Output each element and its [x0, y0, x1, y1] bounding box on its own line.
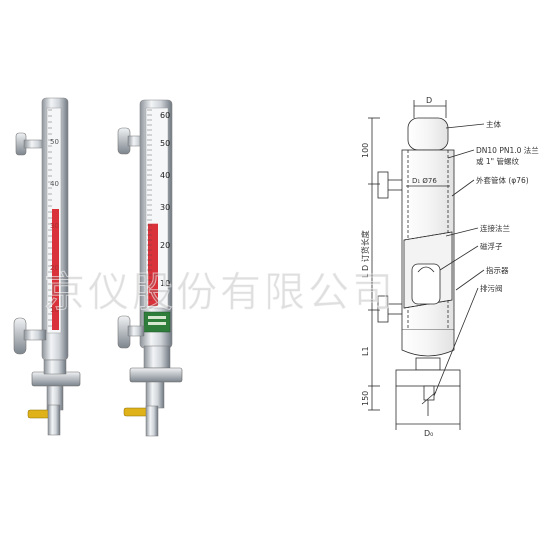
base-flange	[129, 367, 183, 383]
base-flange	[395, 369, 461, 387]
bottom-side-pipe	[23, 329, 47, 341]
technical-diagram	[368, 100, 485, 430]
leader-main-body	[445, 123, 485, 129]
label-main-body: 主体	[486, 119, 501, 129]
leader-connect-flange	[445, 227, 479, 237]
scale-number-40: 40	[160, 171, 170, 180]
scale-number-20: 20	[160, 241, 170, 250]
drain-valve	[421, 391, 437, 405]
drain-pipe	[423, 385, 435, 401]
magnetic-float	[411, 263, 441, 305]
label-connect-flange: 连接法兰	[480, 223, 510, 233]
label-flange-line2: 或 1" 管螺纹	[476, 156, 519, 166]
dim-label-100: 100	[361, 143, 370, 158]
scale-ticks	[147, 109, 152, 306]
scale-number-20: 20	[50, 264, 59, 272]
leader-outer-pipe	[451, 179, 475, 197]
scale-number-50: 50	[50, 138, 59, 146]
float-top	[417, 266, 435, 273]
scale-number-40: 40	[50, 180, 59, 188]
leader-flange	[447, 149, 475, 159]
red-level-indicator	[148, 223, 158, 306]
leader-drain	[433, 287, 479, 397]
dim-label-150: 150	[361, 391, 370, 406]
level-gauge-left: 10 20 30 40 50	[13, 97, 81, 436]
dim-label-inner-d: D₁ Ø76	[412, 177, 437, 185]
bottom-side-pipe	[127, 325, 145, 337]
leader-float	[439, 245, 479, 271]
red-level-indicator	[52, 209, 59, 330]
nameplate-stripe	[148, 322, 166, 325]
scale-number-60: 60	[160, 111, 170, 120]
top-flange	[377, 171, 389, 199]
dim-label-l1: L1	[361, 346, 370, 356]
label-outer-pipe: 外套管体 (φ76)	[476, 175, 529, 185]
label-float: 磁浮子	[480, 241, 503, 251]
label-flange-line1: DN10 PN1.0 法兰	[476, 145, 539, 155]
lower-body	[401, 330, 455, 357]
leader-indicator	[455, 269, 485, 291]
label-indicator: 指示器	[486, 265, 509, 275]
scale-ticks	[48, 109, 52, 327]
scale-number-30: 30	[50, 222, 59, 230]
scale-number-30: 30	[160, 203, 170, 212]
section-line	[403, 231, 453, 241]
dim-label-length: L D 订货长度	[360, 230, 370, 278]
base-neck	[415, 357, 441, 371]
base-neck	[143, 345, 171, 369]
drain-body	[145, 381, 165, 409]
nameplate-stripe	[148, 316, 166, 319]
drain-outlet	[47, 404, 61, 436]
scale-number-50: 50	[160, 139, 170, 148]
top-cap	[407, 117, 449, 151]
level-gauge-right: 10 20 30 40 50 60	[117, 99, 183, 437]
base-neck	[43, 359, 67, 375]
scale-number-10: 10	[160, 279, 170, 288]
label-drain-valve: 排污阀	[480, 283, 503, 293]
bottom-flange	[377, 295, 389, 323]
scale-number-10: 10	[50, 306, 59, 314]
dim-label-top-d: D	[426, 96, 432, 105]
drain-outlet	[145, 405, 159, 437]
dim-label-bottom-d: D₀	[424, 429, 433, 438]
